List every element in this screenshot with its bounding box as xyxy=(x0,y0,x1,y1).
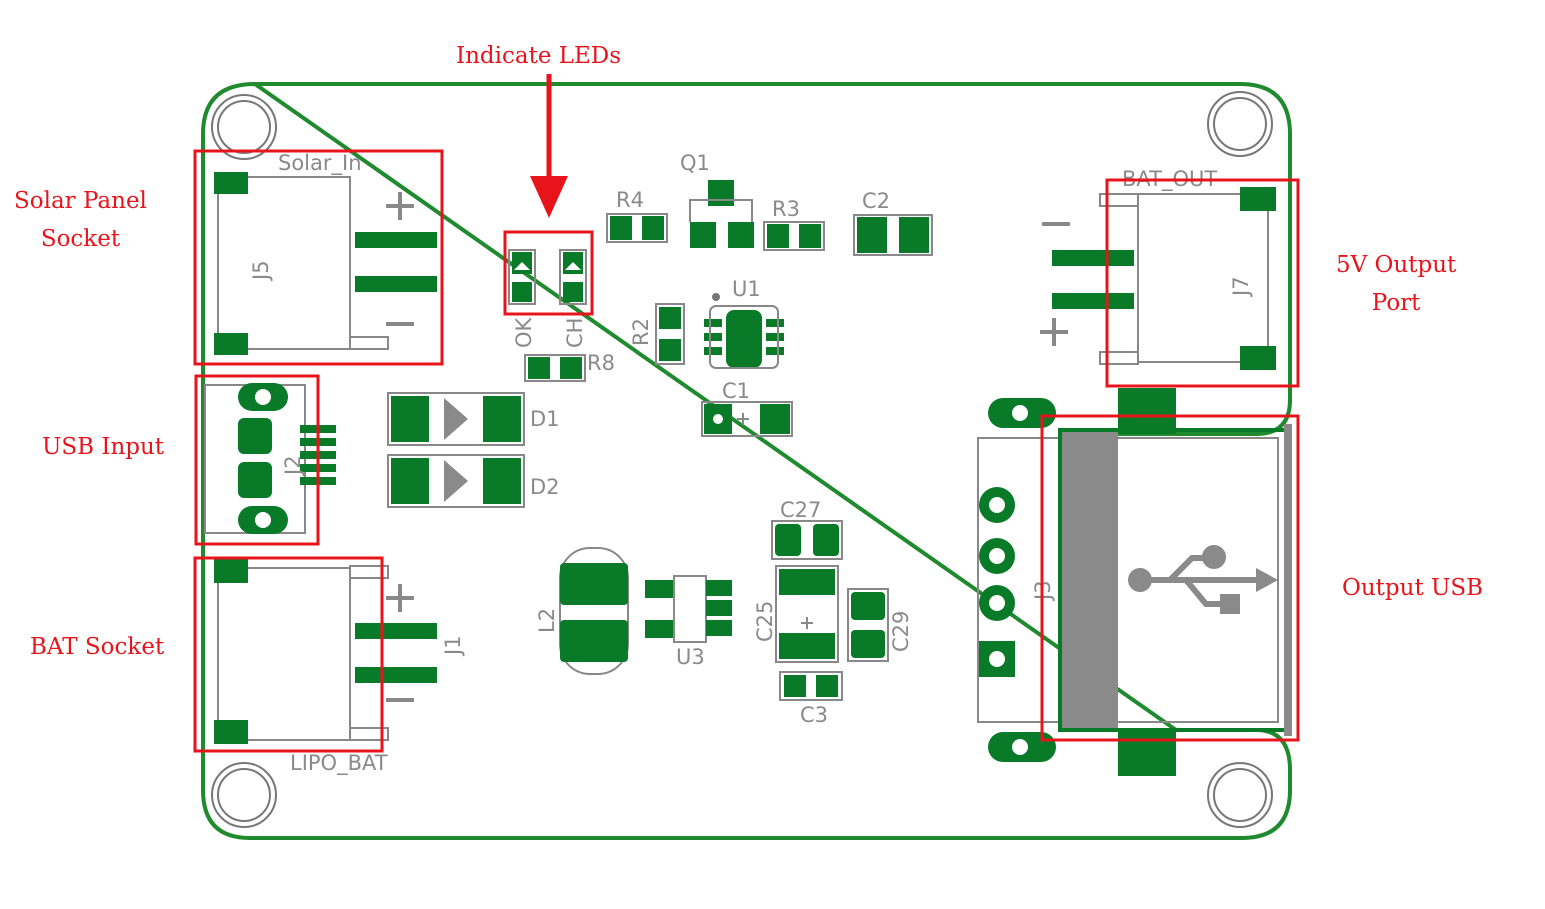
connector-j7 xyxy=(1040,187,1276,370)
u1-silk: U1 xyxy=(732,277,761,301)
highlight-bat-socket xyxy=(193,556,384,753)
diode-d2 xyxy=(387,454,525,508)
led-ch xyxy=(559,249,587,305)
highlight-leds xyxy=(503,230,594,316)
mounting-hole-top-left xyxy=(211,94,277,160)
callout-output-usb: Output USB xyxy=(1342,575,1484,601)
ch-silk: CH xyxy=(563,318,587,348)
resistor-r4 xyxy=(606,213,668,243)
capacitor-c2 xyxy=(853,214,933,256)
connector-j2 xyxy=(204,383,336,534)
callout-bat-socket: BAT Socket xyxy=(30,634,165,660)
j5-silk: J5 xyxy=(249,260,273,282)
u3-silk: U3 xyxy=(676,645,705,669)
usb-icon xyxy=(1128,545,1278,614)
diode-d1 xyxy=(387,392,525,446)
c1-silk: C1 xyxy=(722,379,750,403)
c2-silk: C2 xyxy=(862,189,890,213)
resistor-r2 xyxy=(655,303,685,365)
lipo-bat-silk: LIPO_BAT xyxy=(290,751,388,776)
capacitor-c3 xyxy=(779,671,843,701)
d2-silk: D2 xyxy=(530,475,560,499)
solar-in-silk: Solar_In xyxy=(278,151,362,176)
j7-silk: J7 xyxy=(1229,276,1253,298)
r3-silk: R3 xyxy=(772,197,800,221)
r8-silk: R8 xyxy=(587,351,615,375)
mounting-hole-bottom-left xyxy=(211,762,277,828)
highlight-output-usb xyxy=(1040,414,1300,742)
board-outline xyxy=(201,81,1292,840)
regulator-u3 xyxy=(645,575,732,643)
ok-silk: OK xyxy=(512,316,536,348)
callout-solar-panel-socket: Solar Panel Socket xyxy=(14,188,147,252)
capacitor-c1 xyxy=(701,401,793,437)
q1-silk: Q1 xyxy=(680,151,710,175)
connector-j5 xyxy=(214,172,437,355)
resistor-r8 xyxy=(524,354,586,382)
l2-silk: L2 xyxy=(535,608,559,633)
c25-silk: C25 xyxy=(753,601,777,642)
c29-silk: C29 xyxy=(889,611,913,652)
resistor-r3 xyxy=(763,221,825,251)
arrow-to-leds xyxy=(530,74,568,218)
inductor-l2 xyxy=(559,547,629,675)
highlight-5v-output xyxy=(1105,178,1300,388)
c27-silk: C27 xyxy=(780,498,821,522)
j2-silk: J2 xyxy=(281,455,305,477)
r4-silk: R4 xyxy=(616,188,644,212)
r2-silk: R2 xyxy=(629,318,653,346)
capacitor-c25 xyxy=(775,565,839,663)
capacitor-c27 xyxy=(771,520,843,560)
ic-u1 xyxy=(704,293,784,369)
mounting-hole-top-right xyxy=(1207,91,1273,157)
highlight-usb-input xyxy=(194,374,320,546)
led-ok xyxy=(508,249,536,305)
callout-usb-input: USB Input xyxy=(42,434,165,460)
j1-silk: J1 xyxy=(441,635,465,657)
callout-indicate-leds: Indicate LEDs xyxy=(456,43,622,69)
d1-silk: D1 xyxy=(530,407,560,431)
capacitor-c29 xyxy=(847,588,889,662)
c3-silk: C3 xyxy=(800,703,828,727)
mounting-hole-bottom-right xyxy=(1207,762,1273,828)
connector-j1 xyxy=(214,559,437,744)
highlight-solar-socket xyxy=(193,149,444,366)
connector-j3 xyxy=(977,388,1292,776)
callout-5v-output-port: 5V Output Port xyxy=(1336,252,1457,316)
transistor-q1 xyxy=(689,180,754,248)
